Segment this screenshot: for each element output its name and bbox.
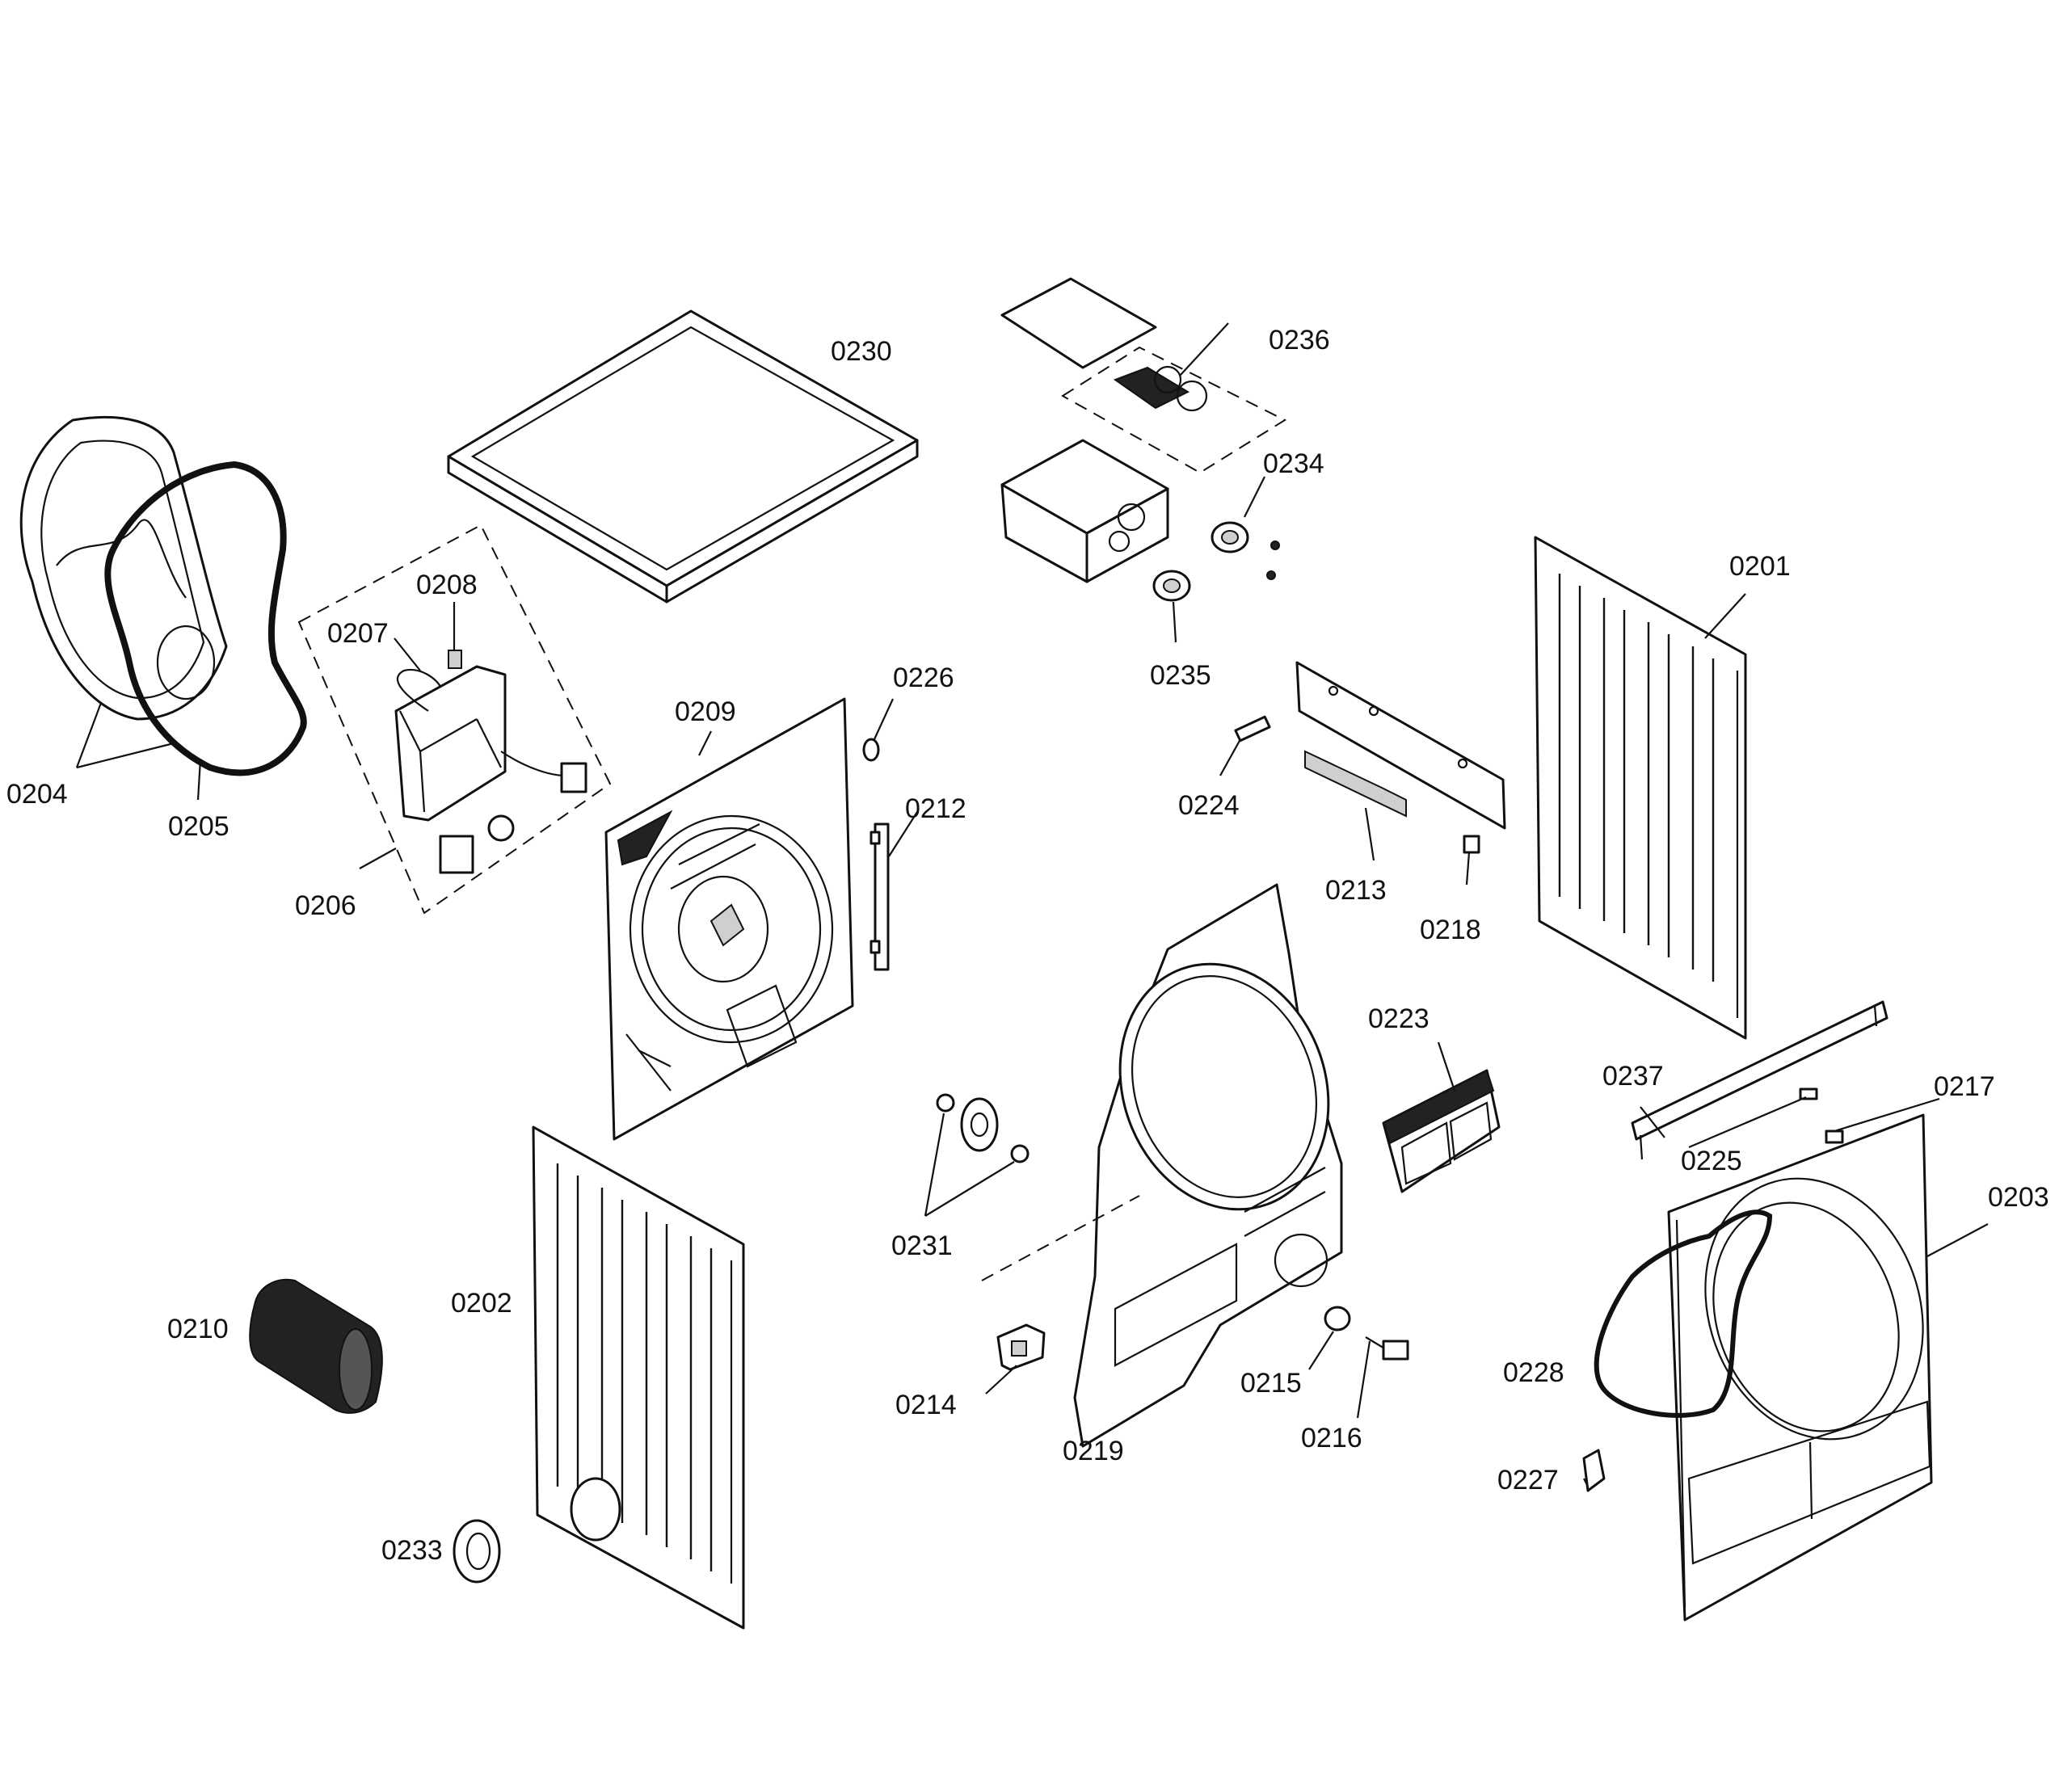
label-0224: 0224 xyxy=(1178,790,1240,821)
label-0204: 0204 xyxy=(6,779,68,810)
part-0212-bracket xyxy=(869,822,890,971)
part-0218-clip xyxy=(1463,835,1480,854)
label-0226: 0226 xyxy=(893,663,954,693)
part-0210-exhaust-hose xyxy=(249,1278,383,1414)
part-0209-rear-panel xyxy=(604,697,854,1141)
label-0206: 0206 xyxy=(295,890,356,921)
label-0231: 0231 xyxy=(891,1230,953,1261)
part-0213-control-bracket xyxy=(1295,661,1506,830)
part-0223-lint-filter xyxy=(1382,1069,1501,1193)
part-labels: 0230 0236 0234 0235 0201 0208 0207 0204 … xyxy=(6,325,2049,1566)
label-0237: 0237 xyxy=(1602,1061,1664,1092)
part-0214-switch xyxy=(996,1323,1046,1371)
label-0216: 0216 xyxy=(1301,1423,1362,1453)
label-0210: 0210 xyxy=(167,1314,229,1344)
label-0223: 0223 xyxy=(1368,1003,1430,1034)
label-0215: 0215 xyxy=(1240,1368,1302,1399)
label-0236: 0236 xyxy=(1269,325,1330,355)
part-0203-front-panel xyxy=(1667,1113,1933,1622)
part-0228-gasket xyxy=(1594,1209,1773,1418)
label-0218: 0218 xyxy=(1420,915,1481,945)
label-0219: 0219 xyxy=(1063,1436,1124,1466)
part-heater-box xyxy=(1000,439,1169,583)
part-0201-side-panel xyxy=(1534,536,1747,1040)
leader-lines xyxy=(75,322,1989,1487)
label-0203: 0203 xyxy=(1988,1182,2049,1213)
part-0234-thermostat xyxy=(1211,521,1280,580)
label-0201: 0201 xyxy=(1729,551,1791,582)
part-0206-control-group xyxy=(297,524,612,915)
label-0217: 0217 xyxy=(1934,1071,1995,1102)
part-0205-gasket xyxy=(104,461,307,776)
part-0237-rail xyxy=(1631,1000,1888,1160)
part-0202-side-panel xyxy=(532,1125,745,1630)
part-0236-heater-group xyxy=(1000,277,1287,474)
label-0213: 0213 xyxy=(1325,875,1387,906)
part-0215-light xyxy=(1324,1306,1351,1331)
label-0202: 0202 xyxy=(451,1288,512,1319)
label-0230: 0230 xyxy=(831,336,892,367)
label-0212: 0212 xyxy=(905,793,966,824)
label-0233: 0233 xyxy=(381,1535,443,1566)
part-0225-clip xyxy=(1799,1087,1818,1100)
part-0230-top-panel xyxy=(447,309,919,604)
label-0234: 0234 xyxy=(1263,448,1324,479)
label-0228: 0228 xyxy=(1503,1357,1564,1388)
label-0207: 0207 xyxy=(327,618,389,649)
label-0227: 0227 xyxy=(1497,1465,1559,1495)
part-0235-fuse xyxy=(1152,570,1191,602)
label-0209: 0209 xyxy=(675,696,736,727)
label-0205: 0205 xyxy=(168,811,229,842)
label-0208: 0208 xyxy=(416,570,478,600)
part-0233-cap xyxy=(453,1519,501,1584)
label-0235: 0235 xyxy=(1150,660,1211,691)
part-0226-clip xyxy=(862,738,880,762)
label-0214: 0214 xyxy=(895,1390,957,1420)
label-0225: 0225 xyxy=(1681,1146,1742,1176)
part-0231-rollers xyxy=(936,1093,1030,1163)
part-0204-door-frame xyxy=(19,415,228,721)
part-0227-bracket xyxy=(1582,1449,1606,1492)
part-0224-connector xyxy=(1234,715,1271,742)
part-0216-sensor xyxy=(1365,1336,1409,1361)
part-0219-front-bulkhead xyxy=(981,883,1343,1448)
